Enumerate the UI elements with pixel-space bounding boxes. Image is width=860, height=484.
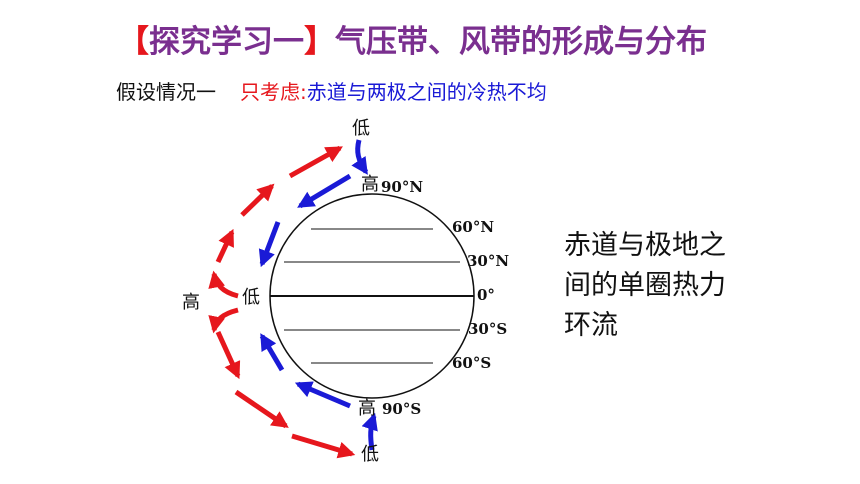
lat-label-90n: 90°N xyxy=(381,178,423,196)
subtitle-consider: 只考虑: xyxy=(240,80,307,104)
label-equator-outer-high: 高 xyxy=(182,292,200,313)
label-north-pole-high: 高 xyxy=(361,174,379,195)
label-south-pole-high: 高 xyxy=(358,398,376,419)
subtitle-lead: 假设情况一 xyxy=(116,80,216,104)
title-bracket-close: 】 xyxy=(304,24,335,60)
lat-label-60s: 60°S xyxy=(452,354,491,372)
red-arrow-s2 xyxy=(234,389,289,429)
lat-label-90s: 90°S xyxy=(382,400,421,418)
blue-arrow-n1 xyxy=(297,173,352,209)
lat-label-60n: 60°N xyxy=(452,218,494,236)
blue-sink-south xyxy=(361,412,378,451)
red-arrow-s1 xyxy=(215,330,241,380)
title-main: 气压带、风带的形成与分布 xyxy=(335,24,707,60)
title-topic: 探究学习一 xyxy=(149,24,304,60)
side-note-line-1: 赤道与极地之 xyxy=(564,230,726,261)
red-arrow-n2 xyxy=(240,183,275,217)
lat-label-30s: 30°S xyxy=(468,320,507,338)
red-rise-lower xyxy=(208,307,239,334)
blue-arrow-s1 xyxy=(259,333,285,372)
lat-label-30n: 30°N xyxy=(467,252,509,270)
lower-flow-arrows xyxy=(258,139,378,451)
lat-label-0: 0° xyxy=(477,286,495,304)
red-rise-upper xyxy=(208,270,239,299)
blue-arrow-s2 xyxy=(294,381,351,409)
subtitle-content: 赤道与两极之间的冷热不均 xyxy=(306,80,547,104)
page-subtitle: 假设情况一只考虑:赤道与两极之间的冷热不均 xyxy=(116,76,547,105)
side-note: 赤道与极地之 间的单圈热力 环流 xyxy=(564,226,764,346)
side-note-line-3: 环流 xyxy=(564,310,618,341)
title-bracket-open: 【 xyxy=(118,24,149,60)
blue-sink-north xyxy=(351,139,369,175)
label-equator-surface-low: 低 xyxy=(242,287,260,308)
side-note-line-2: 间的单圈热力 xyxy=(564,270,726,301)
page-title: 【探究学习一】气压带、风带的形成与分布 xyxy=(118,16,707,61)
red-arrow-n1 xyxy=(215,228,235,264)
label-south-bottom-low: 低 xyxy=(361,444,379,465)
red-arrow-s3 xyxy=(291,433,356,459)
label-north-top-low: 低 xyxy=(352,118,370,139)
blue-arrow-n2 xyxy=(258,221,281,268)
upper-flow-arrows xyxy=(208,145,356,459)
red-arrow-n3 xyxy=(288,145,343,179)
